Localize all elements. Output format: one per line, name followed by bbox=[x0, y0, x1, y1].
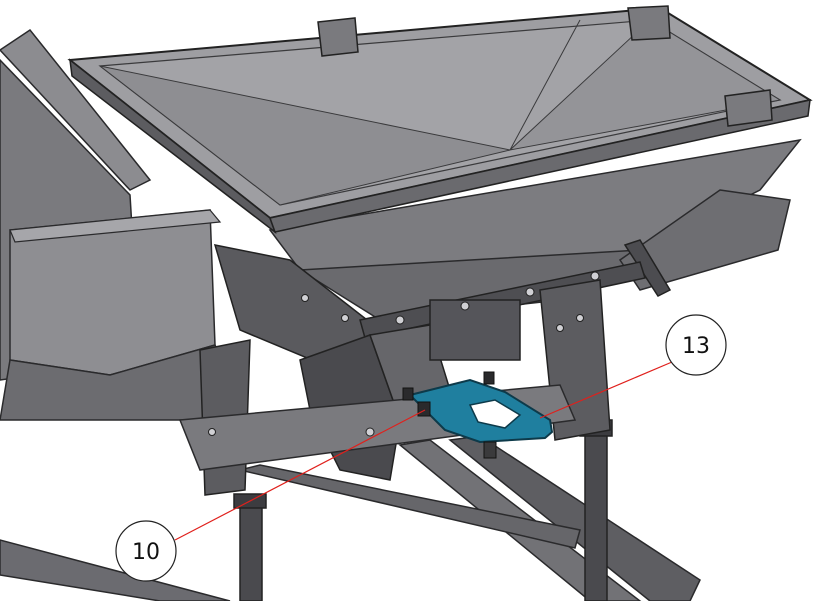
callout-label: 13 bbox=[682, 334, 710, 359]
tube-left bbox=[0, 539, 231, 601]
bolt-dot bbox=[576, 314, 584, 322]
right-rail-bracket bbox=[623, 239, 672, 297]
bolt-dot bbox=[556, 324, 564, 332]
rim-handle-3 bbox=[724, 89, 773, 127]
leg-left bbox=[239, 499, 263, 601]
bolt-dot bbox=[395, 315, 405, 325]
hopper-inner-slope-b bbox=[508, 19, 782, 151]
bolt-dot bbox=[590, 271, 600, 281]
right-rail bbox=[618, 189, 791, 297]
hopper-rim-front-2 bbox=[269, 99, 811, 233]
left-hopper-box bbox=[0, 28, 252, 421]
bolt bbox=[402, 387, 414, 401]
tube-rear bbox=[239, 464, 581, 549]
left-box-top bbox=[0, 28, 152, 191]
rim-handle-2 bbox=[627, 5, 671, 41]
bolt-dot bbox=[341, 314, 349, 322]
bolt bbox=[483, 441, 497, 459]
leader-line-13 bbox=[539, 361, 673, 419]
main-hopper bbox=[67, 5, 813, 321]
hopper-inner-slope-a bbox=[99, 65, 511, 206]
bolt-dot bbox=[301, 294, 309, 302]
left-box-rim bbox=[9, 209, 222, 243]
under-frame bbox=[178, 244, 646, 496]
callout-13: 13 bbox=[665, 314, 727, 376]
callout-circle bbox=[665, 314, 727, 376]
leader-line-10 bbox=[174, 409, 426, 541]
shutter-plate-cutout bbox=[468, 399, 522, 429]
bolt bbox=[483, 371, 495, 385]
rim-handle-1 bbox=[317, 17, 359, 57]
bolt-dot bbox=[208, 428, 216, 436]
dispenser-hub bbox=[429, 299, 521, 361]
callout-10: 10 bbox=[115, 520, 177, 582]
hopper-inner-ridge bbox=[509, 19, 581, 151]
callout-label: 10 bbox=[132, 540, 160, 565]
bolt-dot bbox=[525, 287, 535, 297]
highlighted-plate bbox=[402, 371, 554, 459]
bolt-dot bbox=[460, 301, 470, 311]
callout-circle bbox=[115, 520, 177, 582]
bolt bbox=[417, 401, 431, 417]
leader-lines bbox=[174, 361, 673, 541]
bolt-dot bbox=[365, 427, 375, 437]
leg-right bbox=[584, 429, 608, 601]
